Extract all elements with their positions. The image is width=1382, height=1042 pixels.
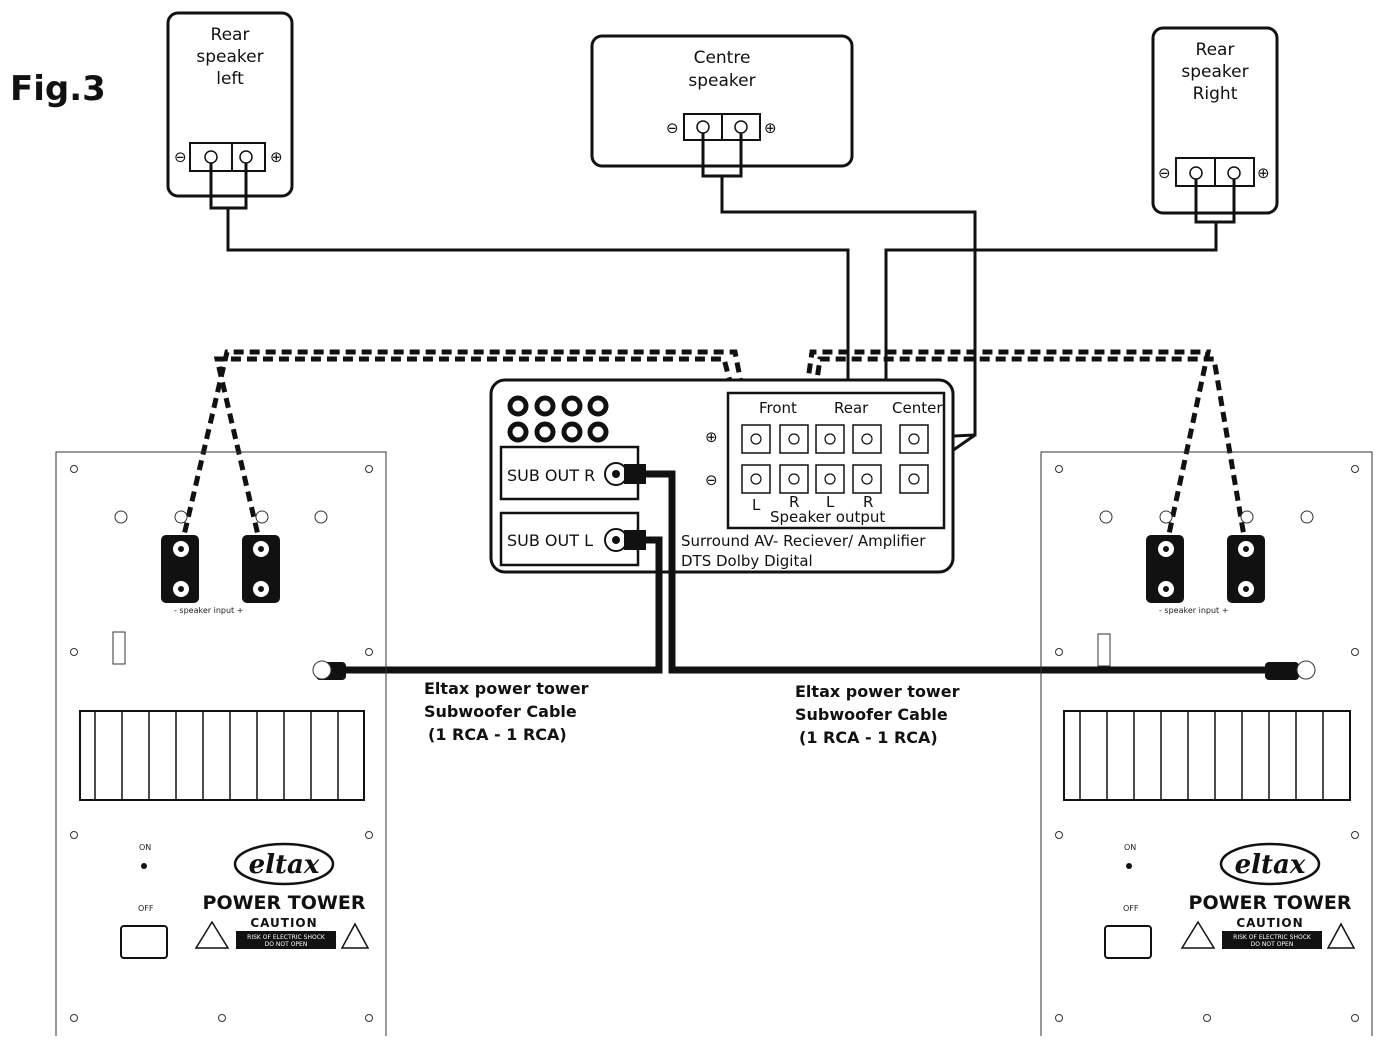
- warning-line-1: RISK OF ELECTRIC SHOCK: [1233, 934, 1312, 941]
- amplifier-name-1: Surround AV- Reciever/ Amplifier: [681, 532, 926, 550]
- rear-left-label-1: Rear: [211, 25, 250, 45]
- left-power-tower: - speaker input + ON OFF eltax POWER TOW…: [55, 451, 387, 1036]
- rear-left-label-2: speaker: [196, 47, 263, 67]
- cable-right-label-1: Eltax power tower: [795, 682, 960, 701]
- cable-right-label-3: (1 RCA - 1 RCA): [799, 728, 938, 747]
- minus-icon: ⊖: [666, 119, 679, 137]
- figure-label: Fig.3: [10, 69, 106, 109]
- sub-out-l-label: SUB OUT L: [507, 531, 593, 550]
- rear-left-label-3: left: [216, 69, 244, 89]
- speaker-input-label: - speaker input +: [1159, 606, 1228, 615]
- caution-label: CAUTION: [250, 916, 317, 930]
- centre-label-2: speaker: [688, 71, 755, 91]
- exclamation-warning-icon: [1326, 922, 1356, 949]
- amplifier-name-2: DTS Dolby Digital: [681, 552, 813, 570]
- group-rear: Rear: [834, 399, 869, 417]
- sub-out-l: SUB OUT L: [499, 511, 640, 567]
- electric-shock-warning-icon: [194, 920, 230, 949]
- sub-out-r: SUB OUT R: [499, 445, 640, 501]
- centre-speaker: Centre speaker ⊖ ⊕: [590, 34, 854, 168]
- eltax-logo: eltax: [249, 850, 320, 880]
- group-front: Front: [759, 399, 797, 417]
- speaker-output-panel: Front Rear Center L R L: [726, 391, 946, 530]
- rear-right-label-1: Rear: [1196, 40, 1235, 60]
- power-tower-model: POWER TOWER: [1189, 892, 1352, 914]
- cable-left-label-3: (1 RCA - 1 RCA): [428, 725, 567, 744]
- warning-line-2: DO NOT OPEN: [1251, 941, 1294, 948]
- cable-left-label-1: Eltax power tower: [424, 679, 589, 698]
- cable-left-label-2: Subwoofer Cable: [424, 702, 577, 721]
- on-label: ON: [139, 843, 151, 852]
- rear-right-label-3: Right: [1193, 84, 1238, 104]
- right-power-tower: - speaker input + ON OFF eltax POWER TOW…: [1040, 451, 1373, 1036]
- plus-icon: ⊕: [705, 428, 718, 446]
- group-center: Center: [892, 399, 943, 417]
- terminal-front-l: L: [752, 496, 761, 514]
- off-label: OFF: [1123, 904, 1139, 913]
- plus-icon: ⊕: [1257, 164, 1270, 182]
- speaker-input-label: - speaker input +: [174, 606, 243, 615]
- sub-out-r-label: SUB OUT R: [507, 466, 595, 485]
- power-tower-model: POWER TOWER: [203, 892, 366, 914]
- electric-shock-warning-icon: [1180, 920, 1216, 949]
- minus-icon: ⊖: [705, 471, 718, 489]
- plus-icon: ⊕: [764, 119, 777, 137]
- plus-icon: ⊕: [270, 148, 283, 166]
- rca-cables: Eltax power tower Subwoofer Cable (1 RCA…: [316, 464, 1299, 747]
- cable-right-label-2: Subwoofer Cable: [795, 705, 948, 724]
- terminal-rear-r: R: [863, 493, 873, 511]
- minus-icon: ⊖: [1158, 164, 1171, 182]
- rear-left-speaker: Rear speaker left ⊖ ⊕: [166, 11, 294, 198]
- minus-icon: ⊖: [174, 148, 187, 166]
- off-label: OFF: [138, 904, 154, 913]
- warning-line-1: RISK OF ELECTRIC SHOCK: [247, 934, 326, 941]
- input-jacks: [507, 395, 609, 443]
- eltax-logo: eltax: [1235, 850, 1306, 880]
- speaker-output-label: Speaker output: [770, 508, 885, 526]
- av-receiver: SUB OUT R SUB OUT L ⊕ ⊖ Front Rear Cente…: [489, 378, 955, 574]
- rear-right-speaker: Rear speaker Right ⊖ ⊕: [1151, 26, 1279, 215]
- caution-label: CAUTION: [1236, 916, 1303, 930]
- terminal-front-r: R: [789, 493, 799, 511]
- terminal-rear-l: L: [826, 493, 835, 511]
- centre-label-1: Centre: [694, 48, 751, 68]
- exclamation-warning-icon: [340, 922, 370, 949]
- warning-line-2: DO NOT OPEN: [265, 941, 308, 948]
- rear-right-label-2: speaker: [1181, 62, 1248, 82]
- on-label: ON: [1124, 843, 1136, 852]
